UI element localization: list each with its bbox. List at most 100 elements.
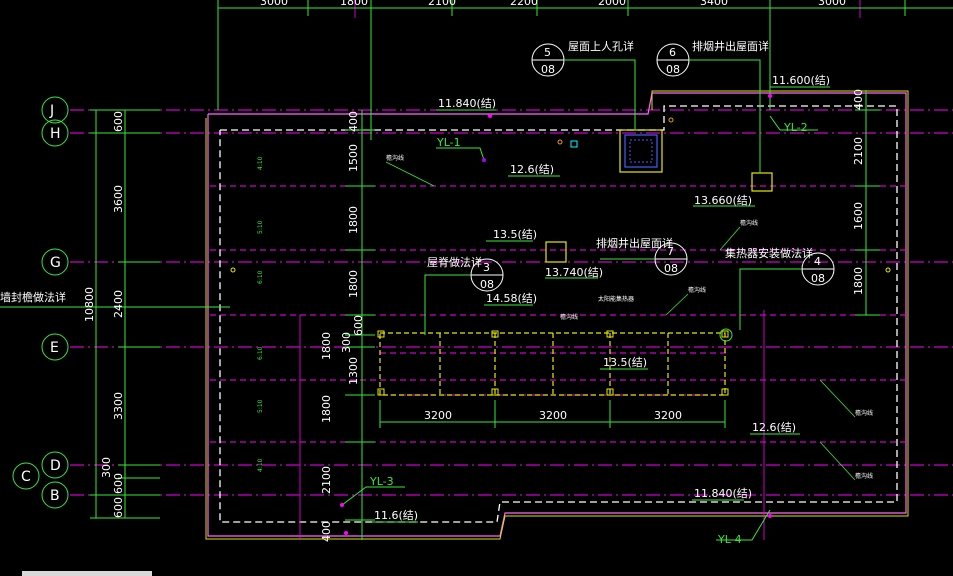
smoke-shaft-2	[545, 241, 567, 263]
gutter-notes: 檐沟线 檐沟线 檐沟线 檐沟线 檐沟线 檐沟线	[386, 154, 873, 480]
beam-yl4: YL-4	[717, 533, 742, 546]
top-dim-3: 2100	[428, 0, 456, 8]
elev-13-5-mid: 13.5(结)	[603, 356, 647, 369]
inner-dim-1300: 1300	[347, 357, 360, 385]
dim-600-top: 600	[112, 111, 125, 132]
callout-3-num: 3	[483, 261, 490, 274]
callout-6-label: 排烟井出屋面详	[692, 39, 769, 53]
top-dimension-line	[217, 0, 953, 140]
vertical-construction-lines	[299, 0, 861, 540]
callout-6-sheet: 08	[666, 63, 680, 76]
top-dim-4: 2200	[510, 0, 538, 8]
collector-dim-2: 3200	[539, 409, 567, 422]
elev-11-6: 11.6(结)	[374, 509, 418, 522]
slope-labels: 4:10 5:10 6:10 6:10 5:10 4:10	[257, 156, 264, 472]
callout-3-label: 屋脊做法详	[427, 255, 482, 269]
dim-600-mid: 600	[112, 473, 125, 494]
axis-label-g: G	[50, 255, 61, 271]
collector-dimension-lines	[379, 400, 726, 428]
callout-texts: 5 08 屋面上人孔详 6 08 排烟井出屋面详 3 08 屋脊做法详 7 08…	[427, 39, 825, 291]
callout-4-label: 集热器安装做法详	[725, 246, 813, 260]
beam-yl1: YL-1	[436, 136, 461, 149]
axis-bubbles	[12, 96, 69, 509]
inner-left-dimension-lines	[345, 110, 375, 540]
axis-label-j: J	[49, 103, 54, 119]
point-markers	[230, 94, 891, 535]
smoke-shaft-1	[751, 172, 773, 192]
elev-13740: 13.740(结)	[545, 266, 603, 279]
elev-12-6-top: 12.6(结)	[510, 163, 554, 176]
roof-hatch	[619, 129, 663, 173]
small-vent	[570, 140, 578, 148]
elevation-texts: 11.840(结) 11.600(结) 12.6(结) 13.660(结) 13…	[374, 74, 830, 522]
callout-4-sheet: 08	[811, 272, 825, 285]
axis-label-e: E	[50, 340, 59, 356]
ridge-lines	[210, 185, 905, 443]
elevation-leaders	[372, 86, 830, 523]
solar-collector-posts	[377, 330, 729, 396]
note-gutter-1: 檐沟线	[386, 154, 404, 162]
slope-1: 4:10	[257, 156, 264, 170]
top-dimension-texts: 3000 1800 2100 2200 2000 3400 3000	[260, 0, 846, 8]
callout-7-label: 排烟井出屋面详	[596, 236, 673, 250]
roof-outline-yellow	[205, 90, 909, 540]
callout-7-sheet: 08	[664, 262, 678, 275]
left-dimension-lines	[0, 109, 230, 519]
note-gutter-4: 檐沟线	[855, 409, 873, 417]
beam-leaders	[341, 115, 818, 541]
elev-13660: 13.660(结)	[694, 194, 752, 207]
elev-12-6-bot: 12.6(结)	[752, 421, 796, 434]
slope-4: 6:10	[257, 346, 264, 360]
right-dim-1600: 1600	[852, 202, 865, 230]
callout-leaders	[424, 59, 802, 335]
inner-dim-1800-a: 1800	[347, 206, 360, 234]
inner-dim-600: 600	[352, 315, 365, 336]
dim-10800: 10800	[83, 287, 96, 322]
callout-5-num: 5	[544, 46, 551, 59]
elev-11840-bot: 11.840(结)	[694, 487, 752, 500]
collector-dim-1: 3200	[424, 409, 452, 422]
top-dim-2: 1800	[340, 0, 368, 8]
beam-yl3: YL-3	[369, 475, 394, 488]
note-solar: 太阳能集热器	[598, 295, 634, 303]
callout-6-num: 6	[669, 46, 676, 59]
inner-dim-400-top: 400	[347, 111, 360, 132]
eave-gutter-outline	[219, 105, 898, 523]
top-dim-5: 2000	[598, 0, 626, 8]
slope-6: 4:10	[257, 458, 264, 472]
inner-dim-1500: 1500	[347, 144, 360, 172]
right-dimension-texts: 400 2100 1600 1800	[852, 89, 865, 295]
inner-dim-300: 300	[340, 332, 353, 353]
dim-600-bot: 600	[112, 497, 125, 518]
axis-label-b: B	[50, 488, 60, 504]
right-dimension-lines	[855, 90, 880, 316]
solar-collector	[379, 332, 726, 396]
axis-label-c: C	[21, 469, 31, 485]
elev-14-58: 14.58(结)	[486, 292, 537, 305]
elev-11840-top: 11.840(结)	[438, 97, 496, 110]
inner-dim-1800-d: 1800	[320, 395, 333, 423]
right-dim-1800: 1800	[852, 267, 865, 295]
callout-4-num: 4	[814, 255, 821, 268]
left-dimension-texts: 600 3600 2400 10800 3300 300 600 600	[83, 111, 125, 518]
callout-5-label: 屋面上人孔详	[568, 39, 634, 53]
callout-7-num: 7	[667, 245, 674, 258]
note-wall-eave: 墙封檐做法详	[0, 290, 66, 304]
gutter-note-leaders	[385, 161, 856, 481]
note-gutter-2: 檐沟线	[740, 219, 758, 227]
callout-5-sheet: 08	[541, 63, 555, 76]
inner-dim-400-bot: 400	[320, 521, 333, 542]
bottom-strip	[22, 571, 152, 576]
dim-300: 300	[100, 457, 113, 478]
elev-11600: 11.600(结)	[772, 74, 830, 87]
slope-5: 5:10	[257, 399, 264, 413]
dim-3300: 3300	[112, 392, 125, 420]
dim-3600: 3600	[112, 185, 125, 213]
inner-dim-1800-c: 1800	[320, 332, 333, 360]
callout-3-sheet: 08	[480, 278, 494, 291]
collector-dim-3: 3200	[654, 409, 682, 422]
inner-dim-2100: 2100	[320, 466, 333, 494]
note-gutter-6: 檐沟线	[560, 313, 578, 321]
inner-left-dimension-texts: 400 1500 1800 1800 600 300 1800 1300 180…	[320, 111, 365, 542]
